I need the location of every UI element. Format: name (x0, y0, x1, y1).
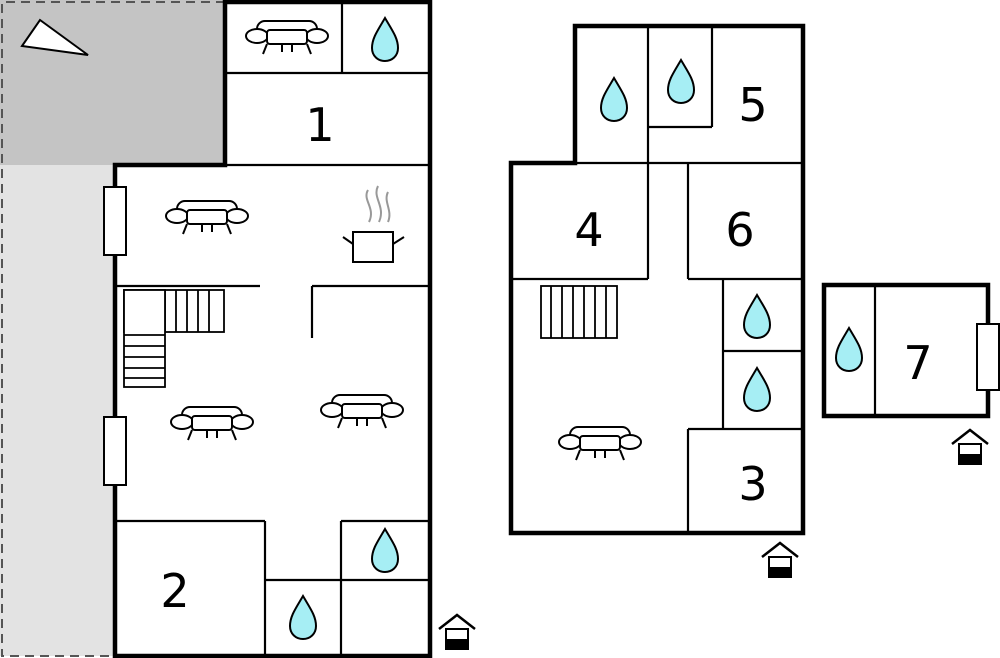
sofa-icon (245, 20, 329, 55)
sofa-icon (165, 200, 249, 235)
building-ground-floor: 1 2 (103, 0, 477, 658)
sofa-icon (170, 406, 254, 441)
room-number: 6 (725, 203, 754, 257)
north-arrow-icon (20, 18, 89, 56)
room-number: 5 (738, 78, 767, 132)
room-number: 1 (305, 98, 334, 152)
sofa-icon (320, 394, 404, 429)
water-drop-icon (667, 59, 695, 104)
water-drop-icon (371, 528, 399, 573)
water-drop-icon (289, 595, 317, 640)
room-number: 2 (160, 564, 189, 618)
room-number: 3 (738, 457, 767, 511)
staircase-icon (540, 285, 618, 339)
cooking-pot-icon (342, 185, 405, 263)
window (103, 186, 127, 256)
house-entrance-icon (437, 613, 477, 651)
room-number: 4 (574, 203, 603, 257)
water-drop-icon (743, 294, 771, 339)
staircase-icon (123, 289, 225, 388)
water-drop-icon (835, 327, 863, 372)
water-drop-icon (371, 17, 399, 62)
water-drop-icon (743, 367, 771, 412)
room-number: 7 (903, 336, 932, 390)
house-entrance-icon (950, 428, 990, 466)
building-upper-floor: 5 4 6 3 (508, 23, 806, 579)
house-entrance-icon (760, 541, 800, 579)
window (103, 416, 127, 486)
window (976, 323, 1000, 391)
building-annex: 7 (821, 282, 1000, 466)
water-drop-icon (600, 77, 628, 122)
sofa-icon (558, 426, 642, 461)
terrace-area (0, 0, 225, 657)
